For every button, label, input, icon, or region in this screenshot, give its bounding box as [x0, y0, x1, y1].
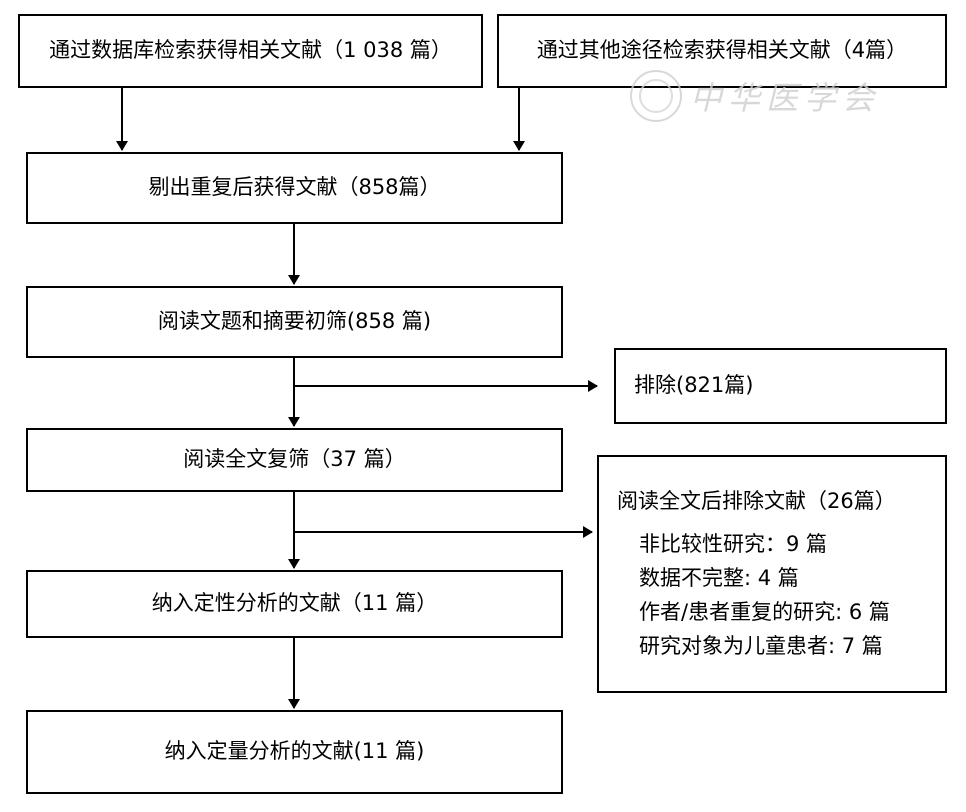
fulltext-excluded-title: 阅读全文后排除文献（26篇）: [617, 488, 896, 513]
fulltext-excluded-box: 阅读全文后排除文献（26篇） 非比较性研究：9 篇 数据不完整: 4 篇 作者/…: [597, 455, 947, 693]
qualitative-analysis-box: 纳入定性分析的文献（11 篇）: [26, 570, 563, 638]
quantitative-analysis-label: 纳入定量分析的文献(11 篇): [164, 739, 425, 764]
after-dedup-label: 剔出重复后获得文献（858篇）: [148, 175, 441, 200]
exclusion-reason-item: 作者/患者重复的研究: 6 篇: [639, 600, 890, 625]
database-search-box: 通过数据库检索获得相关文献（1 038 篇）: [18, 14, 483, 88]
title-abstract-screening-label: 阅读文题和摘要初筛(858 篇): [157, 309, 432, 334]
excluded-label: 排除(821篇): [634, 373, 754, 398]
after-dedup-box: 剔出重复后获得文献（858篇）: [26, 152, 563, 224]
exclusion-reason-item: 研究对象为儿童患者: 7 篇: [639, 634, 883, 659]
watermark: 中华医学会: [630, 70, 880, 122]
watermark-seal-icon: [630, 70, 682, 122]
qualitative-analysis-label: 纳入定性分析的文献（11 篇）: [151, 591, 438, 616]
fulltext-screening-box: 阅读全文复筛（37 篇）: [26, 428, 563, 492]
exclusion-reason-item: 数据不完整: 4 篇: [639, 565, 799, 590]
watermark-text: 中华医学会: [690, 79, 881, 117]
fulltext-screening-label: 阅读全文复筛（37 篇）: [183, 447, 406, 472]
other-sources-label: 通过其他途径检索获得相关文献（4篇）: [536, 38, 908, 63]
quantitative-analysis-box: 纳入定量分析的文献(11 篇): [26, 710, 563, 794]
excluded-box: 排除(821篇): [614, 348, 947, 424]
title-abstract-screening-box: 阅读文题和摘要初筛(858 篇): [26, 286, 563, 358]
database-search-label: 通过数据库检索获得相关文献（1 038 篇）: [49, 38, 452, 63]
other-sources-box: 通过其他途径检索获得相关文献（4篇）: [497, 14, 947, 88]
exclusion-reason-item: 非比较性研究：9 篇: [639, 531, 828, 556]
